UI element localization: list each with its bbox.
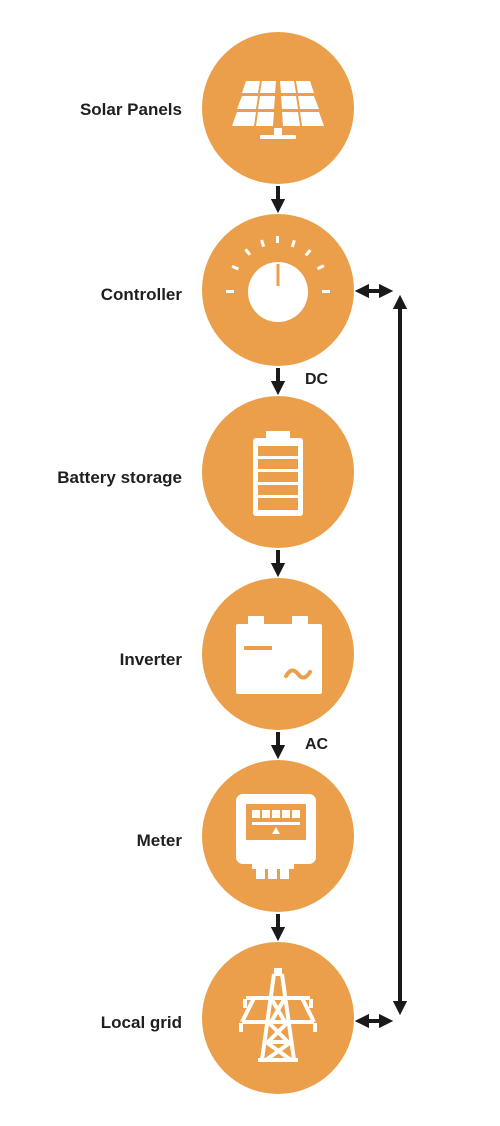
label-inverter: Inverter — [119, 650, 182, 669]
solar-panels-node — [202, 32, 354, 184]
battery-icon — [253, 431, 303, 516]
battery-storage-node — [202, 396, 354, 548]
dc-label: DC — [305, 371, 329, 388]
ac-label: AC — [305, 736, 329, 753]
label-meter: Meter — [136, 831, 182, 850]
power-tower-icon — [239, 968, 317, 1062]
controller-dial-icon — [226, 236, 330, 322]
label-controller: Controller — [100, 285, 182, 304]
meter-icon — [236, 794, 316, 879]
label-solar-panels: Solar Panels — [79, 100, 182, 119]
inverter-icon — [236, 616, 322, 694]
label-battery-storage: Battery storage — [57, 468, 182, 487]
solar-panel-icon — [232, 81, 324, 139]
meter-node — [202, 760, 354, 912]
local-grid-node — [202, 942, 354, 1094]
controller-node — [202, 214, 354, 366]
label-local-grid: Local grid — [100, 1013, 182, 1032]
inverter-node — [202, 578, 354, 730]
